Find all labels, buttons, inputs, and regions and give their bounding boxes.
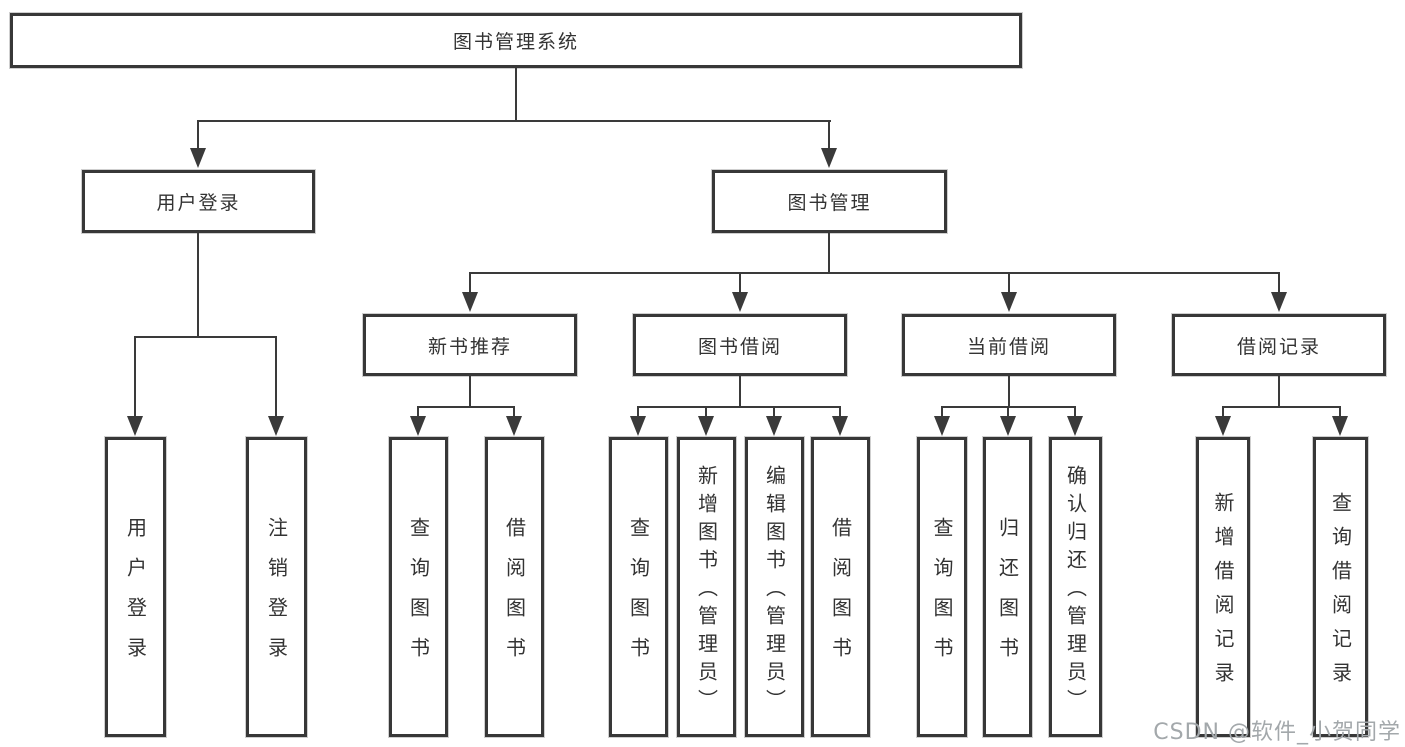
connector-line — [197, 233, 199, 336]
connector-line — [839, 406, 841, 416]
node-label: 新增借阅记录 — [1211, 492, 1235, 696]
connector-line — [637, 406, 639, 416]
leaf-add-book-admin: 新增图书（管理员） — [677, 437, 736, 737]
connector-line — [1008, 272, 1010, 294]
arrow-down-icon — [630, 416, 646, 436]
leaf-confirm-return-admin: 确认归还（管理员） — [1049, 437, 1102, 737]
connector-line — [1222, 406, 1224, 416]
leaf-return-books: 归还图书 — [983, 437, 1032, 737]
node-label: 当前借阅 — [966, 335, 1051, 358]
connector-line — [828, 233, 830, 272]
connector-line — [417, 406, 419, 416]
node-library-system: 图书管理系统 — [10, 13, 1022, 68]
arrow-down-icon — [1215, 416, 1231, 436]
watermark: CSDN @软件_小贺同学 — [1153, 720, 1401, 745]
arrow-down-icon — [1271, 292, 1287, 312]
connector-line — [637, 406, 840, 408]
connector-line — [1222, 406, 1340, 408]
arrow-down-icon — [832, 416, 848, 436]
connector-line — [417, 406, 515, 408]
node-label: 图书管理系统 — [452, 31, 579, 53]
connector-line — [739, 376, 741, 406]
leaf-edit-book-admin: 编辑图书（管理员） — [745, 437, 804, 737]
arrow-down-icon — [190, 148, 206, 168]
connector-line — [1278, 376, 1280, 406]
connector-line — [197, 120, 199, 150]
node-label: 编辑图书（管理员） — [762, 465, 787, 717]
connector-line — [1278, 272, 1280, 294]
node-label: 归还图书 — [995, 517, 1020, 677]
node-book-borrowing: 图书借阅 — [633, 314, 847, 376]
arrow-down-icon — [732, 292, 748, 312]
arrow-down-icon — [410, 416, 426, 436]
arrow-down-icon — [1001, 292, 1017, 312]
node-new-book-recommend: 新书推荐 — [363, 314, 577, 376]
connector-line — [275, 336, 277, 418]
connector-line — [1007, 406, 1009, 416]
node-label: 借阅图书 — [502, 517, 527, 677]
node-borrowing-records: 借阅记录 — [1172, 314, 1386, 376]
connector-line — [134, 336, 277, 338]
node-label: 注销登录 — [264, 517, 289, 677]
connector-line — [739, 272, 741, 294]
arrow-down-icon — [934, 416, 950, 436]
arrow-down-icon — [1000, 416, 1016, 436]
connector-line — [515, 68, 517, 120]
connector-line — [828, 120, 830, 150]
leaf-query-books: 查询图书 — [389, 437, 448, 737]
node-label: 查询图书 — [626, 517, 651, 677]
leaf-logout: 注销登录 — [246, 437, 307, 737]
arrow-down-icon — [462, 292, 478, 312]
connector-line — [705, 406, 707, 416]
node-label: 新书推荐 — [427, 335, 512, 358]
node-label: 借阅记录 — [1236, 335, 1321, 358]
connector-line — [1008, 376, 1010, 406]
arrow-down-icon — [1332, 416, 1348, 436]
arrow-down-icon — [268, 416, 284, 436]
node-label: 确认归还（管理员） — [1063, 465, 1088, 717]
connector-line — [941, 406, 943, 416]
node-label: 查询图书 — [406, 517, 431, 677]
connector-line — [1339, 406, 1341, 416]
node-user-login: 用户登录 — [82, 170, 315, 233]
leaf-borrow-books: 借阅图书 — [811, 437, 870, 737]
leaf-user-login: 用户登录 — [105, 437, 166, 737]
connector-line — [773, 406, 775, 416]
node-label: 查询借阅记录 — [1328, 492, 1353, 696]
node-label: 借阅图书 — [828, 517, 853, 677]
leaf-query-books: 查询图书 — [917, 437, 967, 737]
arrow-down-icon — [698, 416, 714, 436]
node-label: 图书借阅 — [697, 335, 782, 358]
node-book-management: 图书管理 — [712, 170, 947, 233]
connector-line — [134, 336, 136, 418]
node-label: 图书管理 — [787, 192, 872, 214]
connector-line — [1074, 406, 1076, 416]
arrow-down-icon — [821, 148, 837, 168]
node-label: 用户登录 — [123, 517, 148, 677]
node-label: 用户登录 — [156, 192, 241, 214]
connector-line — [469, 376, 471, 406]
node-label: 查询图书 — [930, 517, 954, 677]
arrow-down-icon — [506, 416, 522, 436]
arrow-down-icon — [127, 416, 143, 436]
connector-line — [469, 272, 471, 294]
node-label: 新增图书（管理员） — [694, 465, 719, 717]
arrow-down-icon — [766, 416, 782, 436]
leaf-query-books: 查询图书 — [609, 437, 668, 737]
connector-line — [197, 120, 831, 122]
connector-line — [513, 406, 515, 416]
leaf-add-borrow-record: 新增借阅记录 — [1196, 437, 1250, 737]
node-current-borrowing: 当前借阅 — [902, 314, 1116, 376]
connector-line — [469, 272, 1280, 274]
arrow-down-icon — [1067, 416, 1083, 436]
leaf-query-borrow-record: 查询借阅记录 — [1313, 437, 1368, 737]
leaf-borrow-books: 借阅图书 — [485, 437, 544, 737]
